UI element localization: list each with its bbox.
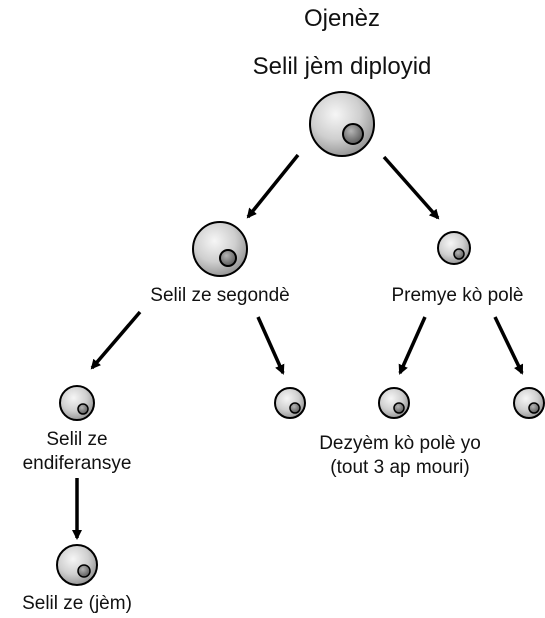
second-polar-body-cell-2 — [378, 387, 410, 419]
arrow-to-first-polar-body — [382, 155, 440, 220]
secondary-oocyte-label: Selil ze segondè — [150, 285, 290, 306]
arrow-to-second-polar-body-2 — [398, 316, 427, 375]
second-polar-body-cell-1 — [274, 387, 306, 419]
diploid-label: Selil jèm diployid — [252, 53, 432, 80]
page-title: Ojenèz — [303, 5, 381, 32]
second-polar-bodies-label-line1: Dezyèm kò polè yo — [319, 433, 481, 454]
diploid-cell — [309, 91, 375, 157]
arrow-to-secondary-oocyte — [246, 153, 300, 219]
undifferentiated-label-line1: Selil ze — [46, 429, 108, 450]
second-polar-bodies-label-line2: (tout 3 ap mouri) — [330, 457, 470, 478]
second-polar-body-cell-3 — [513, 387, 545, 419]
undifferentiated-label-line2: endiferansye — [22, 453, 132, 474]
undifferentiated-egg-cell — [59, 385, 95, 421]
secondary-oocyte-cell — [192, 221, 248, 277]
arrow-to-second-polar-body-1 — [256, 316, 285, 375]
egg-cell-label: Selil ze (jèm) — [22, 593, 132, 614]
arrow-to-second-polar-body-3 — [493, 316, 524, 375]
egg-cell — [56, 544, 98, 586]
first-polar-body-label: Premye kò polè — [391, 285, 524, 306]
undifferentiated-label: Selil ze endiferansye — [2, 428, 152, 476]
arrow-to-undifferentiated-cell — [90, 310, 142, 370]
second-polar-bodies-label: Dezyèm kò polè yo (tout 3 ap mouri) — [290, 432, 510, 480]
first-polar-body-cell — [437, 231, 471, 265]
